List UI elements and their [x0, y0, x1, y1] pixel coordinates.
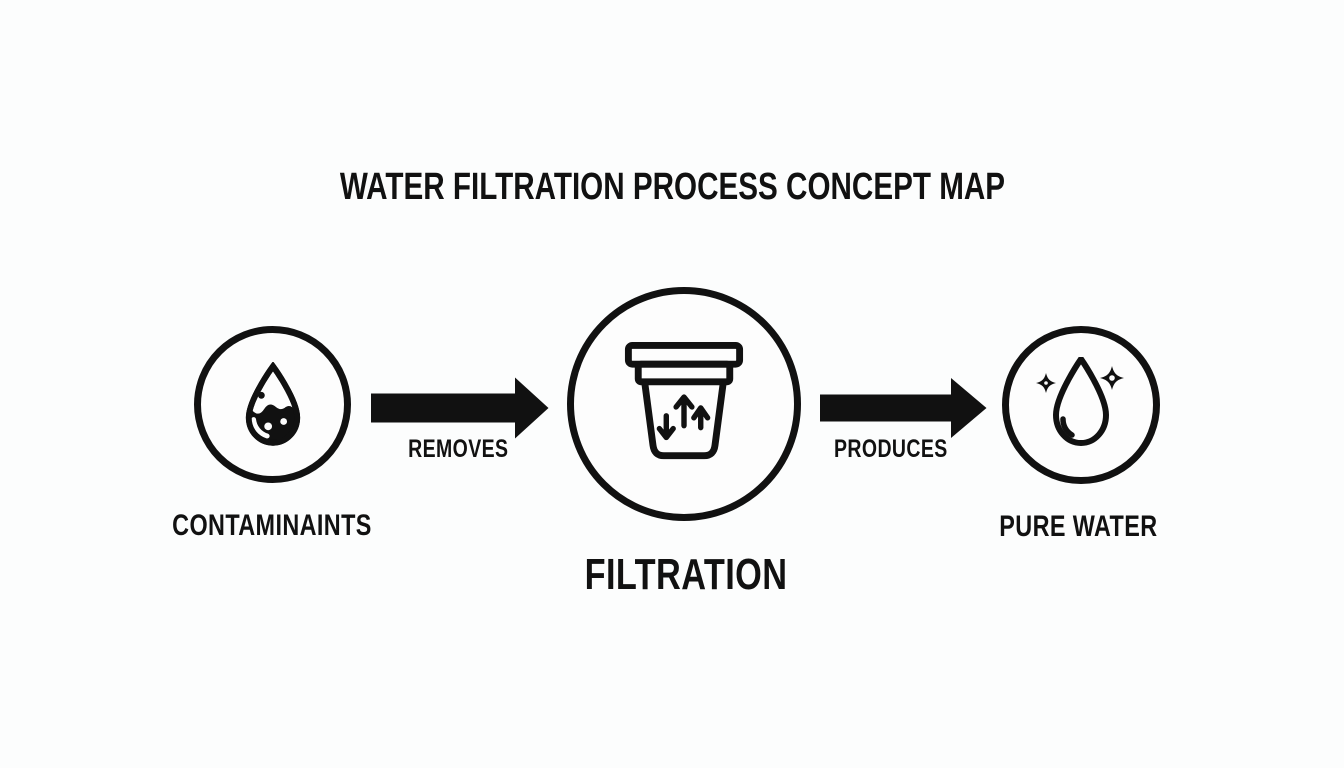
- sparkle-right-icon: [1100, 366, 1124, 390]
- node-pure-water: [1002, 326, 1160, 484]
- sparkling-droplet-icon: [1036, 357, 1124, 447]
- up-arrow-tall: [673, 394, 695, 429]
- arrow-right-icon: [820, 378, 987, 438]
- edge-produces-label: PRODUCES: [834, 435, 948, 463]
- diagram-title: WATER FILTRATION PROCESS CONCEPT MAP: [0, 166, 1344, 209]
- label-filtration: FILTRATION: [584, 550, 788, 599]
- edge-removes-arrow: [371, 377, 549, 439]
- down-arrow: [656, 413, 676, 441]
- arrow-right-icon: [371, 377, 549, 439]
- up-arrow-short: [691, 405, 711, 431]
- edge-removes-label: REMOVES: [407, 435, 509, 463]
- filter-cup-icon: [624, 342, 744, 460]
- diagram-title-text: WATER FILTRATION PROCESS CONCEPT MAP: [339, 166, 1005, 208]
- node-filtration: [567, 287, 801, 521]
- label-pure-water: PURE WATER: [998, 510, 1158, 543]
- edge-produces-arrow: [820, 377, 987, 439]
- dirty-water-droplet-icon: [245, 361, 300, 446]
- node-contaminants: [194, 326, 351, 483]
- label-contaminants: CONTAMINAINTS: [172, 509, 372, 542]
- sparkle-left-icon: [1036, 373, 1056, 393]
